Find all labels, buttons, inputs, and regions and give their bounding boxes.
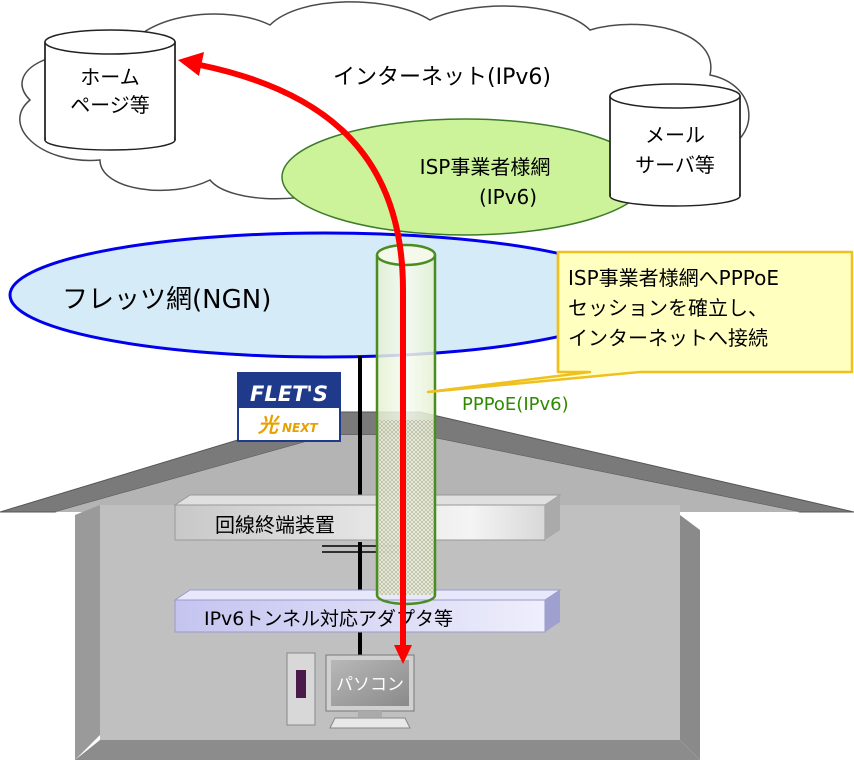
pc: パソコン [286, 652, 415, 729]
onu-label: 回線終端装置 [215, 513, 335, 537]
house-floor [75, 740, 700, 760]
arrowhead-pc [394, 645, 412, 664]
flets-logo-next: NEXT [282, 421, 318, 435]
flets-logo-text: FLET'S [250, 382, 328, 406]
callout-line-2: セッションを確立し、 [568, 296, 768, 320]
onu-device: 回線終端装置 [173, 494, 562, 541]
flets-logo-hikari: 光 [257, 413, 280, 437]
callout: ISP事業者様網へPPPoE セッションを確立し、 インターネットへ接続 [426, 250, 854, 394]
homepage-server: ホーム ページ等 [44, 29, 176, 151]
pc-keyboard [329, 717, 411, 729]
isp-network-label-1: ISP事業者様網 [420, 155, 551, 179]
internet-cloud-label: インターネット(IPv6) [333, 65, 551, 90]
mail-server-label-1: メール [645, 123, 705, 147]
pppoe-tunnel-label: PPPoE(IPv6) [462, 394, 569, 415]
house-wall-right [680, 515, 700, 760]
isp-network: ISP事業者様網 (IPv6) [281, 118, 649, 236]
mail-server: メール サーバ等 [609, 83, 741, 207]
flets-network: フレッツ網(NGN) [8, 231, 642, 359]
homepage-server-label-2: ページ等 [70, 93, 150, 117]
homepage-server-label-1: ホーム [80, 65, 139, 89]
flets-next-logo: FLET'S 光 NEXT [237, 372, 341, 442]
arrowhead-homepage [178, 52, 204, 76]
flets-network-label: フレッツ網(NGN) [62, 285, 271, 315]
callout-line-3: インターネットへ接続 [568, 326, 768, 350]
callout-line-1: ISP事業者様網へPPPoE [568, 266, 779, 290]
pc-label: パソコン [336, 675, 404, 695]
traffic-arrow [178, 52, 412, 664]
isp-network-label-2: (IPv6) [479, 185, 537, 209]
ipv6-adapter: IPv6トンネル対応アダプタ等 [173, 589, 562, 633]
house-wall-left [75, 505, 100, 760]
mail-server-label-2: サーバ等 [635, 153, 715, 177]
adapter-label: IPv6トンネル対応アダプタ等 [204, 608, 453, 630]
